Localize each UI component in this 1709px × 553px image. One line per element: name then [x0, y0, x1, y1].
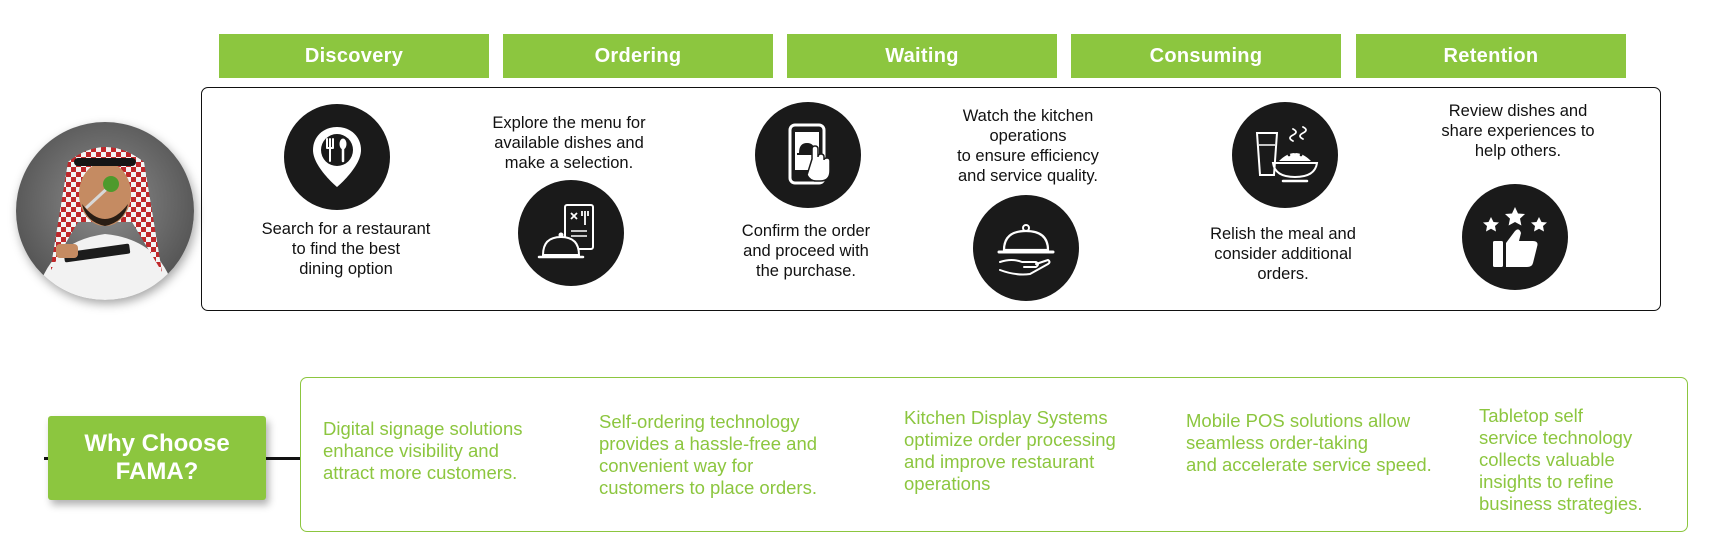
retention-meal-description: Relish the meal and consider additional …: [1210, 225, 1356, 283]
stage-tab-retention: Retention: [1356, 34, 1626, 78]
connector-line-left: [44, 457, 50, 460]
waiting-icon-circle: [755, 102, 861, 208]
location-fork-spoon-icon: [313, 127, 361, 187]
discovery-description: Search for a restaurant to find the best…: [261, 220, 431, 278]
phone-tap-order-icon: [788, 123, 831, 185]
stage-label: Ordering: [594, 44, 682, 67]
discovery-icon-circle: [284, 104, 390, 210]
review-description: Review dishes and share experiences to h…: [1441, 102, 1595, 160]
benefit-self-ordering: Self-ordering technology provides a hass…: [599, 411, 818, 498]
benefit-kitchen-display: Kitchen Display Systems optimize order p…: [904, 407, 1116, 494]
benefit-mobile-pos: Mobile POS solutions allow seamless orde…: [1186, 410, 1432, 475]
customer-journey-box: [201, 87, 1661, 311]
stage-label: Consuming: [1149, 44, 1263, 67]
review-icon-circle: [1462, 184, 1568, 290]
meal-drink-bowl-icon: [1255, 126, 1319, 183]
stage-tab-discovery: Discovery: [219, 34, 489, 78]
stage-tab-waiting: Waiting: [787, 34, 1057, 78]
serving-cloche-hand-icon: [997, 224, 1055, 276]
menu-cloche-icon: [537, 204, 594, 259]
benefits-box: [300, 377, 1688, 532]
why-choose-badge: Why Choose FAMA?: [48, 416, 266, 500]
ordering-icon-circle: [518, 180, 624, 286]
benefit-digital-signage: Digital signage solutions enhance visibi…: [323, 418, 523, 483]
waiting-description: Confirm the order and proceed with the p…: [741, 222, 871, 280]
stars-thumbs-up-icon: [1483, 207, 1547, 267]
stage-label: Discovery: [304, 44, 404, 67]
stage-label: Retention: [1443, 44, 1539, 67]
stage-tab-ordering: Ordering: [503, 34, 773, 78]
consuming-description: Watch the kitchen operations to ensure e…: [957, 107, 1099, 185]
consuming-icon-circle: [973, 195, 1079, 301]
retention-icon-circle: [1232, 102, 1338, 208]
why-choose-title: Why Choose FAMA?: [84, 430, 230, 485]
connector-line: [266, 457, 301, 460]
diner-photo-icon: [16, 122, 194, 300]
benefit-tabletop: Tabletop self service technology collect…: [1479, 405, 1643, 514]
customer-avatar: [16, 122, 194, 300]
ordering-description: Explore the menu for available dishes an…: [492, 114, 646, 172]
stage-tab-consuming: Consuming: [1071, 34, 1341, 78]
stage-label: Waiting: [885, 44, 959, 67]
